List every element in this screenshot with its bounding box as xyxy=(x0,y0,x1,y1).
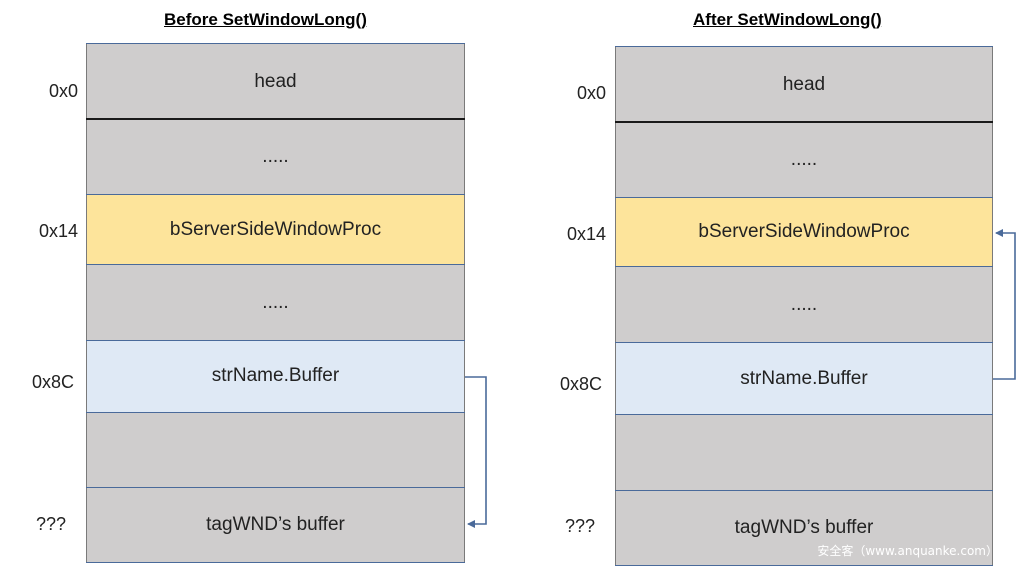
left-addr-0x0: 0x0 xyxy=(48,81,78,101)
right-separator-3 xyxy=(615,266,993,267)
right-addr-0x14: 0x14 xyxy=(566,224,606,244)
left-separator-6 xyxy=(86,487,465,488)
left-bottom-border xyxy=(86,562,465,563)
right-addr-0x0: 0x0 xyxy=(576,83,606,103)
left-row-head: head xyxy=(86,44,465,119)
right-row-bserversidewindowproc: bServerSideWindowProc xyxy=(615,197,993,267)
left-separator-3 xyxy=(86,264,465,265)
right-row-tagwnd-buffer: tagWND’s buffer xyxy=(615,491,993,565)
right-separator-1 xyxy=(615,121,993,123)
left-separator-5 xyxy=(86,412,465,413)
right-title: After SetWindowLong() xyxy=(693,10,882,29)
right-top-border xyxy=(615,46,993,47)
right-pointer-arrow xyxy=(993,229,1016,380)
right-row-empty xyxy=(615,415,993,491)
left-pointer-arrow xyxy=(465,376,487,528)
left-row-empty xyxy=(86,412,465,488)
left-addr-unknown: ??? xyxy=(35,514,66,534)
watermark: 安全客（www.anquanke.com） xyxy=(817,544,998,558)
right-addr-unknown: ??? xyxy=(564,516,595,536)
left-row-strname-buffer: strName.Buffer xyxy=(86,340,465,412)
left-title: Before SetWindowLong() xyxy=(164,10,367,29)
left-row-bserversidewindowproc: bServerSideWindowProc xyxy=(86,194,465,265)
right-separator-5 xyxy=(615,414,993,415)
right-row-ellipsis-1: ..... xyxy=(615,122,993,197)
right-row-ellipsis-2: ..... xyxy=(615,267,993,342)
left-addr-0x14: 0x14 xyxy=(38,221,78,241)
left-row-ellipsis-1: ..... xyxy=(86,119,465,194)
left-separator-1 xyxy=(86,118,465,120)
left-separator-4 xyxy=(86,340,465,341)
right-bottom-border xyxy=(615,565,993,566)
left-separator-2 xyxy=(86,194,465,195)
left-row-tagwnd-buffer: tagWND’s buffer xyxy=(86,488,465,562)
left-top-border xyxy=(86,43,465,44)
right-separator-6 xyxy=(615,490,993,491)
right-addr-0x8c: 0x8C xyxy=(559,374,602,394)
right-separator-4 xyxy=(615,342,993,343)
left-row-ellipsis-2: ..... xyxy=(86,265,465,340)
left-addr-0x8c: 0x8C xyxy=(31,372,74,392)
right-row-head: head xyxy=(615,47,993,122)
right-row-strname-buffer: strName.Buffer xyxy=(615,342,993,415)
right-separator-2 xyxy=(615,197,993,198)
